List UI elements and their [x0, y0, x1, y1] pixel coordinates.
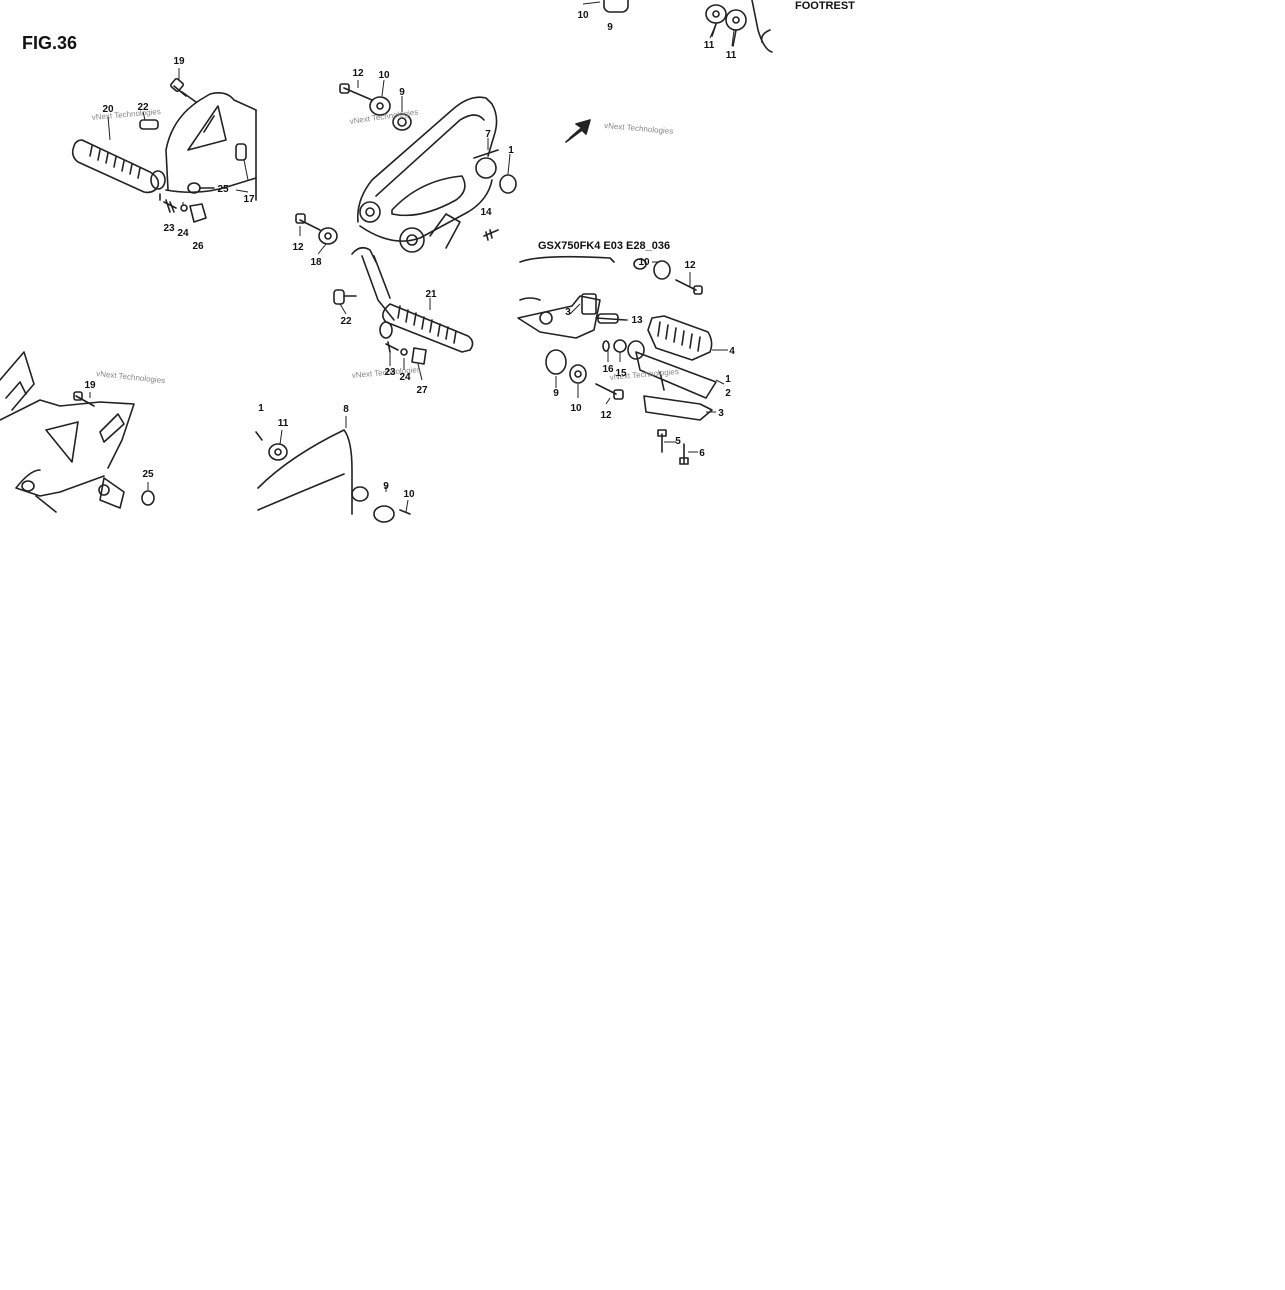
callout-label: 16 [602, 364, 614, 375]
callout-label: 11 [704, 40, 715, 51]
callout-label: 3 [718, 408, 724, 419]
callout-label: 3 [565, 307, 571, 318]
callout-label: 13 [631, 315, 643, 326]
footrest-bracket-lower-center [255, 429, 411, 523]
callout-label: 19 [84, 380, 96, 391]
callout-label: 1 [725, 374, 731, 385]
callout-label: 10 [378, 70, 390, 81]
callout-label: 24 [399, 372, 411, 383]
callout-label: 12 [684, 260, 696, 271]
callout-label: 12 [352, 68, 364, 79]
footrest-bracket-upper-center [295, 83, 517, 253]
callout-label: 24 [177, 228, 189, 239]
callout-label: 12 [600, 410, 612, 421]
callout-label: 11 [726, 50, 737, 61]
callout-label: 22 [340, 316, 352, 327]
footrest-bracket-lower-left [0, 351, 155, 513]
callout-label: 19 [173, 56, 185, 67]
watermark-text: vNext Technologies [349, 107, 419, 126]
drawing-code: GSX750FK4 E03 E28_036 [538, 240, 671, 252]
callout-label: 1 [508, 145, 514, 156]
section-title: FOOTREST [795, 0, 855, 12]
callout-label: 26 [192, 241, 204, 252]
callout-label: 25 [142, 469, 154, 480]
footpeg-center [333, 246, 474, 365]
callout-label: 11 [278, 418, 289, 429]
callout-label: 10 [403, 489, 415, 500]
callout-label: 18 [310, 257, 322, 268]
callout-label: 22 [137, 102, 149, 113]
callout-label: 10 [570, 403, 582, 414]
callout-label: 2 [725, 388, 731, 399]
callout-label: 10 [577, 10, 589, 21]
callout-label: 10 [638, 257, 650, 268]
callout-label: 9 [553, 388, 559, 399]
watermark-text: vNext Technologies [604, 121, 674, 136]
callout-label: 4 [729, 346, 735, 357]
top-fragment-parts [603, 0, 773, 53]
callout-label: 5 [675, 436, 681, 447]
callout-label: 12 [292, 242, 304, 253]
callout-label: 27 [416, 385, 428, 396]
callout-label: 23 [163, 223, 175, 234]
callout-label: 15 [615, 368, 627, 379]
footrest-assembly-upper-left [71, 77, 257, 223]
callout-label: 21 [425, 289, 437, 300]
watermark-text: vNext Technologies [96, 369, 166, 385]
callout-label: 1 [258, 403, 264, 414]
callout-label: 17 [243, 194, 255, 205]
footrest-assembly-right [517, 123, 717, 465]
leader-lines [89, 1, 735, 513]
callout-label: 9 [383, 481, 389, 492]
callout-label: 7 [485, 129, 491, 140]
callout-labels: 10 9 11 11 19 20 22 25 17 23 24 26 12 10… [84, 10, 736, 500]
callout-label: 9 [607, 22, 613, 33]
callout-label: 20 [102, 104, 114, 115]
callout-label: 9 [399, 87, 405, 98]
figure-title: FIG.36 [22, 33, 78, 53]
callout-label: 8 [343, 404, 349, 415]
callout-label: 25 [217, 184, 229, 195]
callout-label: 14 [480, 207, 492, 218]
direction-arrow-icon [565, 119, 591, 143]
callout-label: 6 [699, 448, 705, 459]
callout-label: 23 [384, 367, 396, 378]
